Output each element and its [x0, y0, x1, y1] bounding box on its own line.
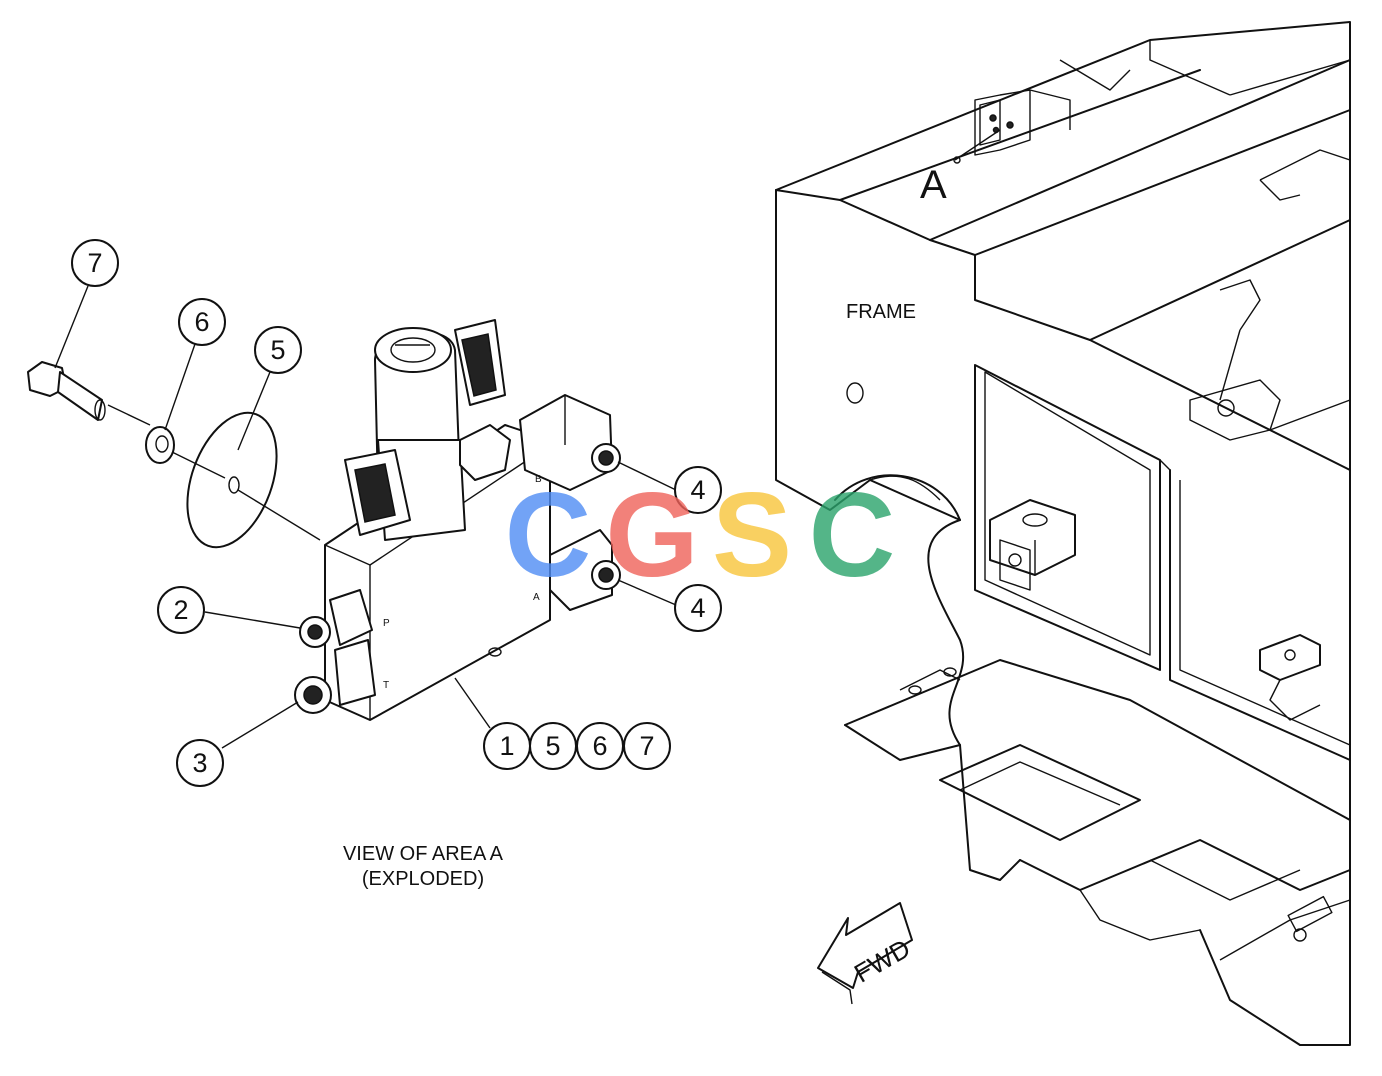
svg-text:6: 6	[592, 731, 607, 761]
callout-2-fitting: 2	[157, 586, 205, 634]
bolt-part	[27, 361, 106, 421]
port-t-label: T	[383, 680, 389, 691]
callout-7-bolt: 7	[71, 239, 119, 287]
svg-text:4: 4	[690, 475, 705, 505]
watermark-letter-c1: C	[505, 468, 592, 602]
cgsc-watermark-logo: C G S C	[505, 468, 896, 602]
svg-text:3: 3	[192, 748, 207, 778]
callout-3-fitting: 3	[176, 739, 224, 787]
callout-5-washer: 5	[254, 326, 302, 374]
svg-text:6: 6	[194, 307, 209, 337]
view-caption-line1: VIEW OF AREA A	[343, 843, 504, 865]
callout-group-1567: 1 5 6 7	[483, 722, 671, 770]
port-b-label: B	[535, 474, 542, 485]
callout-4-fitting-upper: 4	[674, 466, 722, 514]
port-p-label: P	[383, 618, 390, 629]
small-washer-part	[145, 426, 175, 464]
view-caption-line2: (EXPLODED)	[362, 868, 484, 890]
fwd-label: FWD	[849, 933, 915, 989]
valve-assembly	[294, 319, 621, 721]
svg-text:1: 1	[499, 731, 514, 761]
watermark-letter-g: G	[605, 468, 698, 602]
area-a-marker: A	[920, 163, 947, 207]
frame-label: FRAME	[846, 301, 916, 323]
forward-arrow-icon: FWD	[817, 902, 915, 1005]
svg-text:5: 5	[545, 731, 560, 761]
svg-text:7: 7	[87, 248, 102, 278]
port-a-label: A	[533, 592, 540, 603]
svg-text:2: 2	[173, 595, 188, 625]
callout-6-washer: 6	[178, 298, 226, 346]
svg-text:4: 4	[690, 593, 705, 623]
large-washer-part	[186, 411, 278, 549]
callout-4-fitting-lower: 4	[674, 584, 722, 632]
frame-illustration	[775, 21, 1351, 1046]
watermark-letter-c2: C	[809, 468, 896, 602]
watermark-letter-s: S	[712, 468, 792, 602]
svg-text:5: 5	[270, 335, 285, 365]
svg-text:7: 7	[639, 731, 654, 761]
